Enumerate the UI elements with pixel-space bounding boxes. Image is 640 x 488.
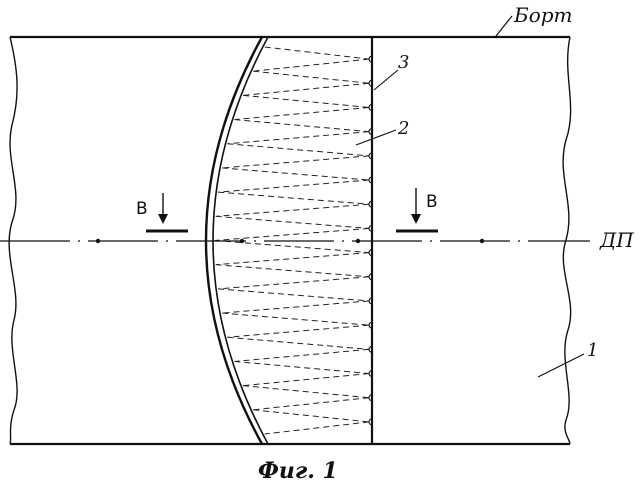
stay-line bbox=[215, 228, 369, 240]
side-leader-line bbox=[496, 16, 512, 36]
stay-line bbox=[243, 386, 369, 398]
stay-line bbox=[227, 144, 369, 156]
part1-label: 1 bbox=[587, 340, 598, 361]
stay-line bbox=[215, 241, 369, 253]
part3-label: 3 bbox=[398, 52, 409, 73]
section-left-arrow-head bbox=[158, 214, 168, 224]
stay-line bbox=[222, 168, 369, 180]
stay-line bbox=[234, 349, 369, 361]
part2-leader bbox=[356, 130, 396, 145]
stay-line bbox=[253, 71, 369, 83]
stay-line bbox=[222, 313, 369, 325]
stay-line bbox=[265, 47, 369, 59]
centerline-label: ДП bbox=[599, 228, 634, 252]
section-right-arrow-head bbox=[411, 214, 421, 224]
stay-line bbox=[216, 253, 369, 265]
figure-caption: Фиг. 1 bbox=[258, 458, 338, 484]
side-label: Борт bbox=[513, 3, 573, 27]
stay-line bbox=[243, 95, 369, 107]
stay-line bbox=[227, 337, 369, 349]
centerline-dot-2 bbox=[240, 239, 244, 243]
centerline-dot-3 bbox=[356, 239, 360, 243]
stay-line bbox=[253, 398, 369, 410]
stay-line bbox=[218, 180, 369, 192]
centerline-dot-1 bbox=[96, 239, 100, 243]
section-left-label: В bbox=[136, 199, 148, 219]
stay-line bbox=[227, 132, 369, 144]
stay-line bbox=[218, 192, 369, 204]
stay-line bbox=[218, 277, 369, 289]
stay-line bbox=[216, 265, 369, 277]
stay-line bbox=[234, 107, 369, 119]
stay-line bbox=[218, 289, 369, 301]
stay-line bbox=[222, 156, 369, 168]
part2-label: 2 bbox=[397, 118, 409, 139]
stay-line bbox=[243, 374, 369, 386]
stay-line bbox=[234, 120, 369, 132]
stay-line bbox=[253, 410, 369, 422]
section-right-label: В bbox=[426, 192, 438, 212]
centerline-dot-4 bbox=[480, 239, 484, 243]
stay-line bbox=[243, 83, 369, 95]
part1-leader bbox=[538, 354, 584, 377]
part3-leader bbox=[374, 70, 398, 90]
stay-line bbox=[234, 361, 369, 373]
stay-line bbox=[227, 325, 369, 337]
stay-line bbox=[216, 204, 369, 216]
stay-line bbox=[216, 216, 369, 228]
stay-line bbox=[222, 301, 369, 313]
stay-line bbox=[253, 59, 369, 71]
stay-line bbox=[265, 422, 369, 434]
